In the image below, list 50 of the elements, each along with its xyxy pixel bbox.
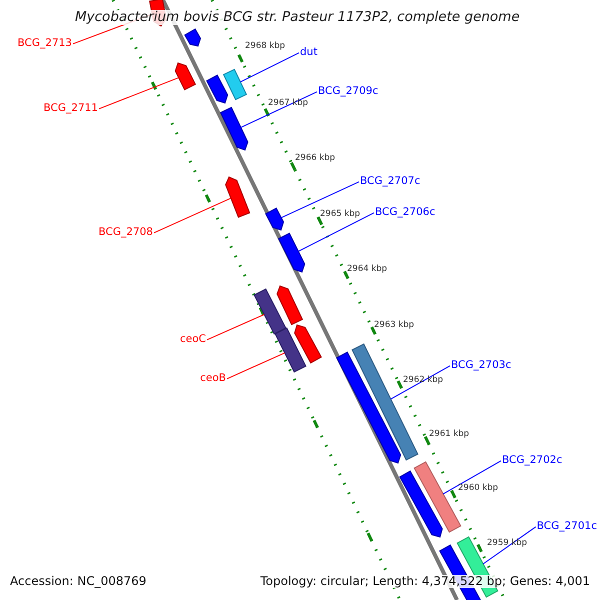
gene-label: BCG_2706c	[375, 207, 436, 219]
gene-label: BCG_2701c	[536, 521, 597, 533]
scale-label: 2966 kbp	[295, 154, 336, 164]
gene-label: BCG_2708	[98, 227, 153, 239]
gene-bar	[278, 232, 306, 273]
scale-label: 2967 kbp	[268, 99, 308, 108]
scale-label: 2965 kbp	[320, 210, 360, 220]
gene-bar	[336, 352, 402, 464]
leader-line	[298, 212, 374, 252]
leader-line	[240, 91, 318, 128]
gene-label: BCG_2711	[44, 103, 98, 115]
gene-bar	[206, 74, 228, 104]
leader-line	[280, 181, 360, 218]
gene-bar	[274, 327, 306, 373]
gene-bar	[254, 288, 286, 335]
footer-note: Topology: circular; Length: 4,374,522 bp; Genes: 4,001	[260, 575, 590, 588]
leader-line	[98, 77, 180, 110]
leader-line	[482, 526, 536, 564]
gene-label: BCG_2703c	[451, 360, 512, 372]
title: Mycobacterium bovis BCG str. Pasteur 1173P2, complete genome	[75, 10, 520, 25]
gene-bar	[225, 176, 250, 218]
leader-line	[226, 352, 286, 380]
leader-line	[154, 198, 232, 234]
scale-label: 2959 kbp	[487, 539, 528, 548]
scale-label: 2963 kbp	[374, 321, 414, 330]
gene-label: BCG_2709c	[318, 86, 378, 98]
leader-line	[390, 365, 450, 400]
gene-bar	[276, 285, 304, 326]
scale-label: 2962 kbp	[403, 376, 444, 386]
gene-label: BCG_2702c	[502, 455, 562, 467]
gene-bar	[265, 208, 284, 231]
scale-label: 2961 kbp	[429, 430, 470, 440]
leader-line	[206, 314, 265, 340]
gene-bar	[222, 68, 248, 100]
gene-bar	[174, 62, 196, 90]
footer-note: Accession: NC_008769	[10, 575, 146, 588]
leader-line	[442, 460, 502, 494]
gene-bar	[399, 470, 443, 538]
gene-label: ceoB	[200, 373, 226, 385]
gene-label: BCG_2707c	[360, 176, 420, 188]
gene-bar	[184, 28, 202, 47]
gene-label: dut	[300, 47, 318, 59]
leader-line	[240, 52, 300, 82]
scale-label: 2960 kbp	[458, 484, 498, 494]
gene-label: BCG_2713	[18, 38, 72, 50]
gene-label: ceoC	[180, 334, 206, 346]
scale-label: 2968 kbp	[245, 42, 286, 52]
scale-label: 2964 kbp	[347, 265, 388, 274]
gene-bar	[294, 324, 322, 364]
gene-bar	[220, 106, 248, 151]
